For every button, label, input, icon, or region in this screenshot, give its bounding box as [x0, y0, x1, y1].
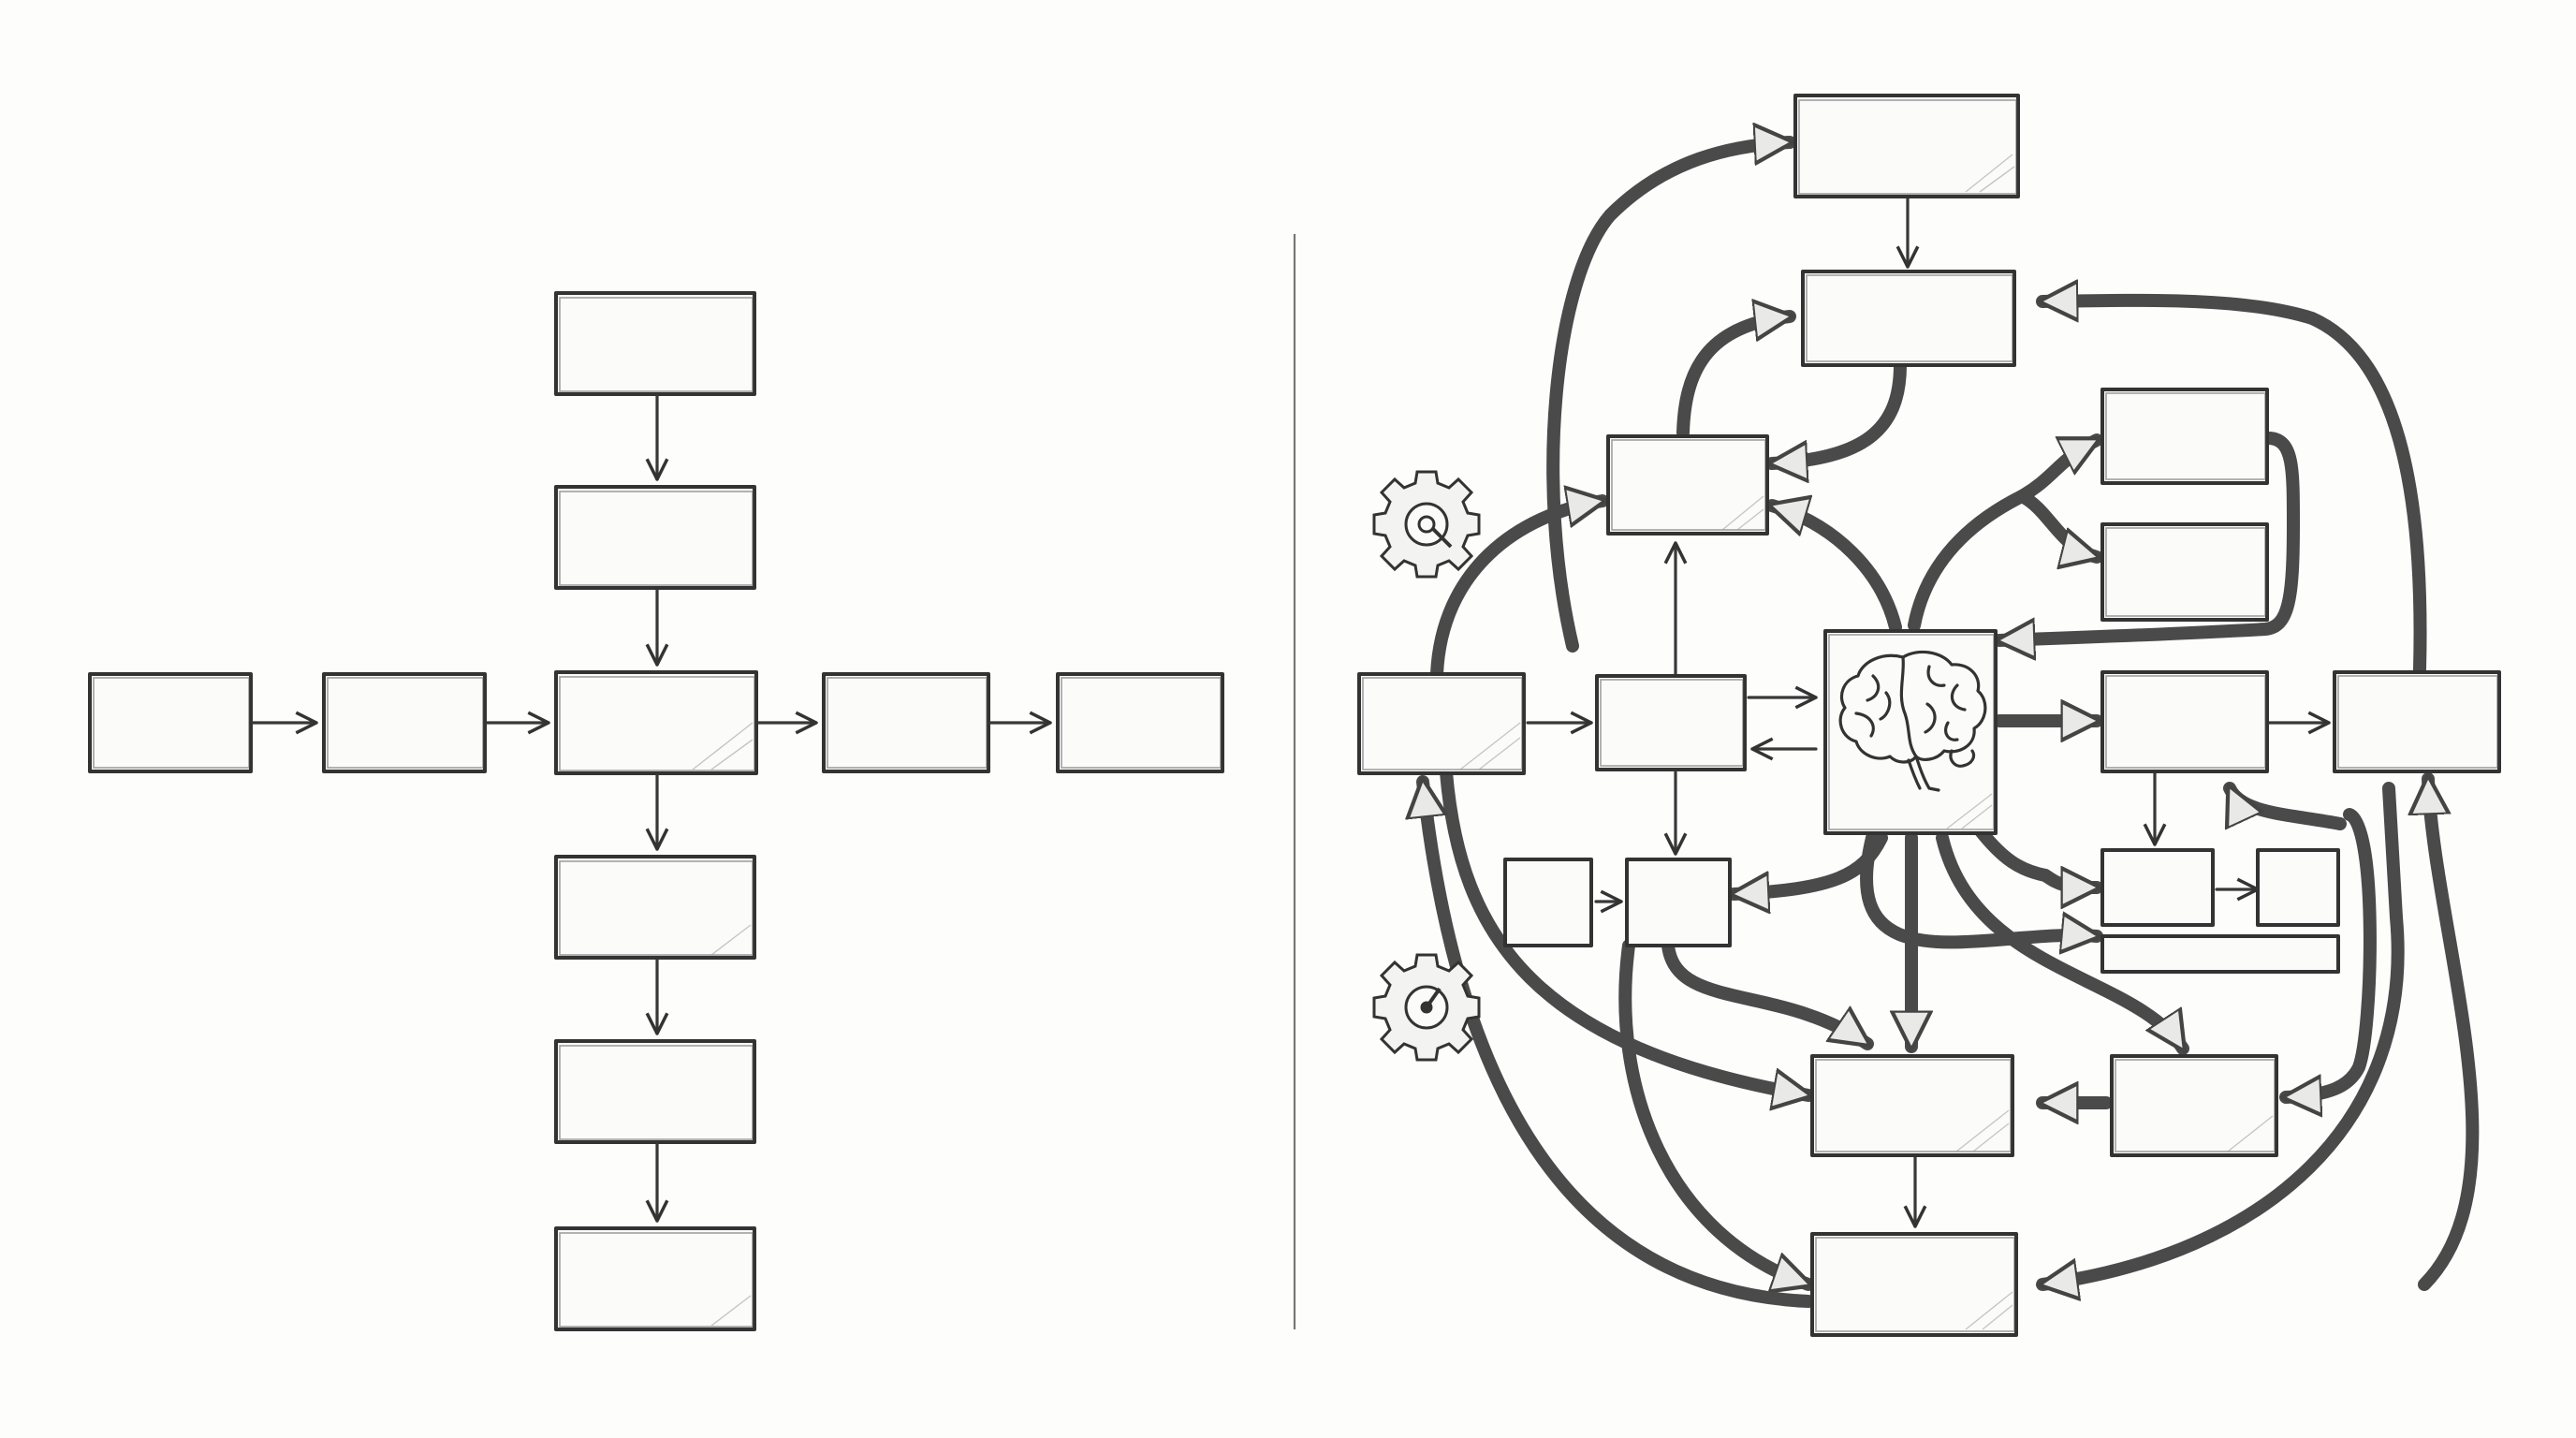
curved-arrow — [1860, 831, 2103, 942]
thin-connectors — [1526, 195, 2331, 1228]
flow-box — [2100, 848, 2215, 927]
flow-box — [554, 855, 756, 960]
curved-arrow — [2279, 808, 2377, 1097]
flow-box — [322, 672, 487, 773]
flow-box — [2110, 1054, 2278, 1157]
box-shading — [692, 154, 2274, 1330]
curved-arrow — [2015, 490, 2103, 557]
flow-box — [2100, 388, 2269, 485]
network-boxes — [1357, 94, 2501, 1337]
curved-arrow — [1969, 817, 2103, 888]
right-network-flowchart — [692, 94, 2501, 1337]
curved-arrow — [1765, 359, 1907, 463]
flow-box — [88, 672, 253, 773]
curved-arrow — [1546, 142, 1796, 653]
curved-arrow — [1676, 316, 1796, 439]
flow-box — [1595, 674, 1747, 771]
curved-arrow — [1618, 939, 1815, 1284]
curved-arrow — [2424, 772, 2480, 1291]
curved-arrow — [1908, 433, 2103, 632]
flow-box — [2100, 522, 2269, 622]
flow-box — [554, 670, 758, 775]
gear-icon — [1372, 470, 1481, 579]
flow-box — [2333, 670, 2501, 773]
curved-arrow — [1993, 432, 2301, 640]
curved-arrow — [2036, 782, 2405, 1284]
curved-arrow — [1936, 831, 2189, 1055]
curved-arrow — [1727, 831, 1888, 894]
curved-arrow — [2223, 782, 2347, 830]
curved-arrow — [1765, 506, 1902, 634]
flow-box — [554, 1226, 756, 1331]
flow-box — [2100, 670, 2269, 773]
flow-box — [1056, 672, 1224, 773]
brain-icon — [1838, 650, 1987, 792]
gear-icon — [1372, 953, 1481, 1062]
curved-arrow — [1423, 775, 1815, 1308]
flow-box — [1810, 1232, 2018, 1337]
brain-box — [1823, 629, 1998, 835]
flow-box — [822, 672, 990, 773]
flow-box — [1357, 672, 1526, 775]
left-linear-flowchart — [88, 291, 1224, 1331]
flow-box — [1606, 434, 1769, 536]
curved-arrow — [1440, 766, 1815, 1095]
flow-box — [1503, 858, 1593, 947]
flow-bar — [2100, 934, 2340, 974]
flow-box — [554, 1039, 756, 1144]
flow-box — [1793, 94, 2020, 198]
flow-box — [1810, 1054, 2014, 1157]
curved-arrow — [2036, 301, 2427, 676]
curved-arrow — [1661, 939, 1874, 1050]
flow-box — [554, 291, 756, 396]
flow-box — [554, 485, 756, 590]
curved-arrow — [1430, 501, 1609, 681]
flow-box — [1801, 270, 2016, 367]
flow-box — [2256, 848, 2340, 927]
flow-box — [1625, 858, 1732, 947]
network-connectors — [1423, 142, 2480, 1308]
